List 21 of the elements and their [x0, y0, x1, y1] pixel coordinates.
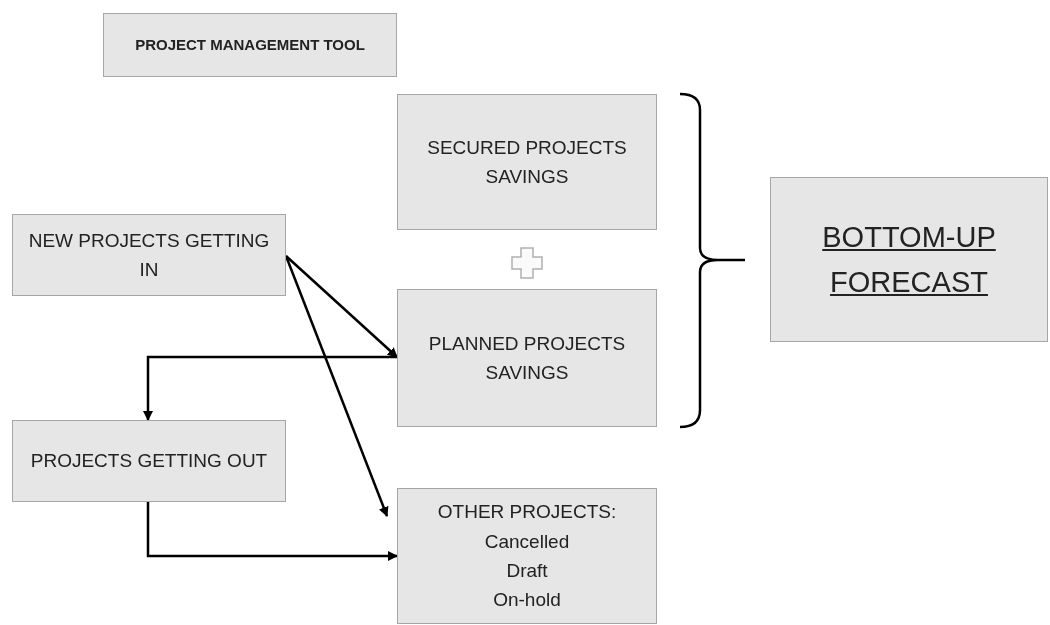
- process-box: [12, 214, 286, 296]
- process-box: [397, 488, 657, 624]
- box-label: SECURED PROJECTS SAVINGS: [426, 135, 628, 189]
- process-box: [397, 94, 657, 230]
- arrow: [146, 502, 398, 561]
- box-label: PROJECTS GETTING OUT: [29, 449, 269, 474]
- arrow: [143, 355, 397, 421]
- process-box: [12, 420, 286, 502]
- box-label: PLANNED PROJECTS SAVINGS: [427, 331, 627, 385]
- process-box: [397, 289, 657, 427]
- arrow: [285, 255, 398, 358]
- box-label: Cancelled: [483, 529, 571, 554]
- box-label: BOTTOM-UP FORECAST: [821, 219, 997, 300]
- arrow: [284, 255, 389, 517]
- box-label: OTHER PROJECTS:: [436, 500, 618, 525]
- process-box: [770, 177, 1048, 342]
- process-box: [103, 13, 397, 77]
- box-label: Draft: [505, 559, 549, 583]
- box-label: On-hold: [492, 588, 562, 613]
- box-label: NEW PROJECTS GETTING IN: [27, 228, 271, 282]
- box-label: PROJECT MANAGEMENT TOOL: [134, 35, 366, 56]
